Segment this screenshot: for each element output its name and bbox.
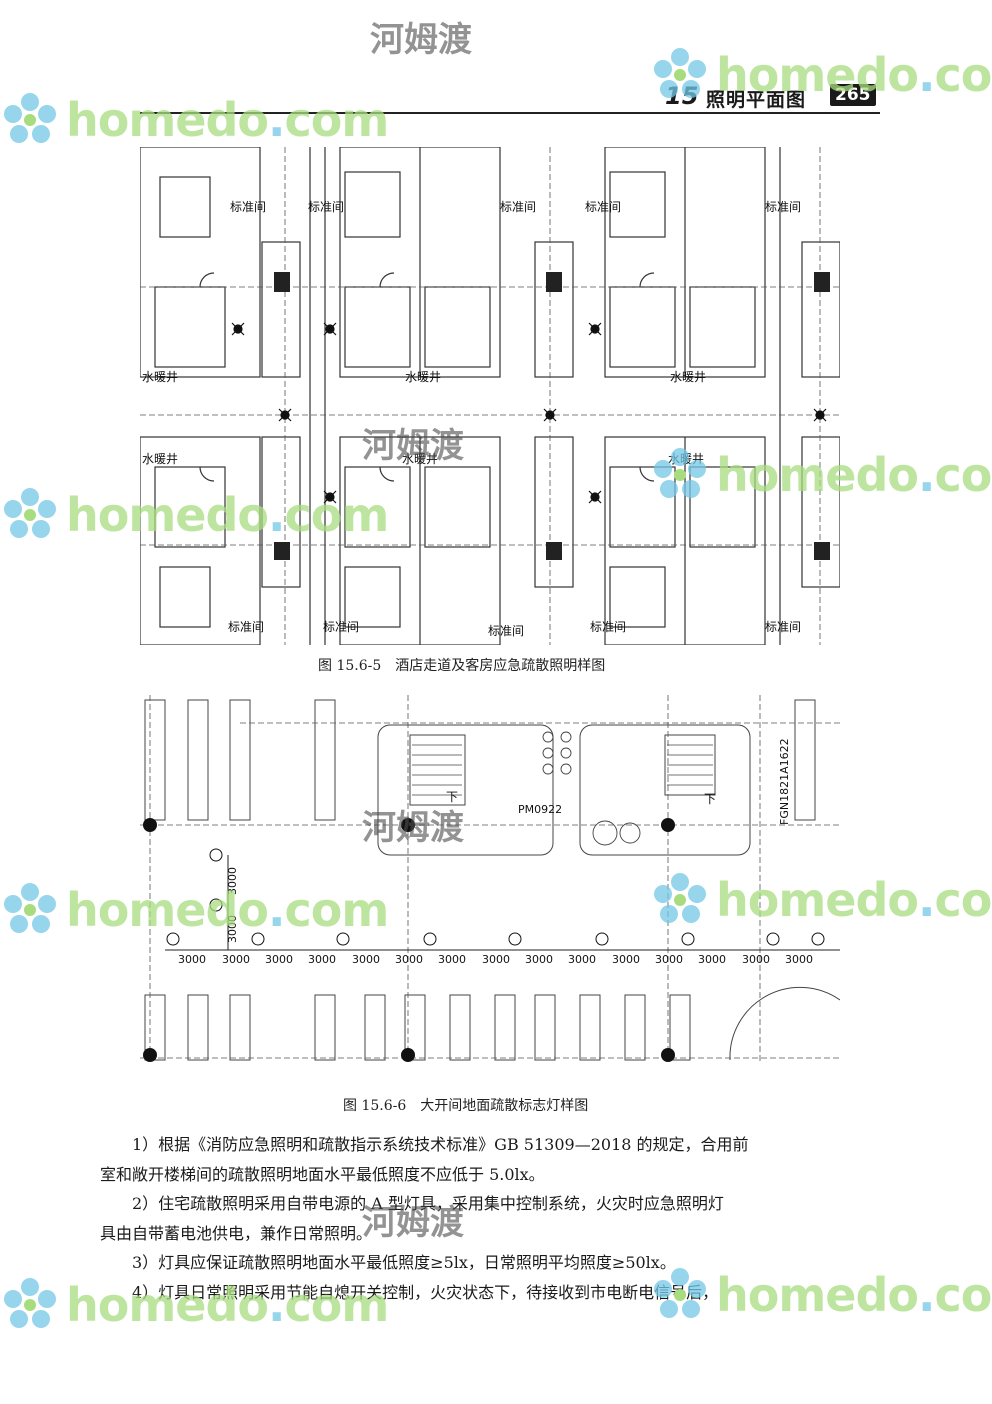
watermark-text: homedo.com: [716, 448, 992, 502]
figure-hotel-corridor-plan: 标准间 标准间 标准间 标准间 标准间 水暖井 水暖井 水暖井 水暖井 水暖井 …: [140, 147, 840, 645]
watermark-cn: 河姆渡: [362, 426, 464, 466]
watermark-text: homedo.com: [66, 488, 389, 542]
label-standard-room: 标准间: [765, 620, 801, 634]
label-plumbing-shaft: 水暖井: [402, 452, 438, 466]
watermark-logo: homedo.com: [0, 880, 389, 940]
label-standard-room: 标准间: [488, 624, 524, 638]
flower-logo-icon: [654, 1268, 706, 1318]
dim-label: 3000: [612, 953, 640, 966]
label-plumbing-shaft: 水暖井: [142, 370, 178, 384]
dim-label: 3000: [222, 953, 250, 966]
paragraph: 4）灯具日常照明采用节能自熄开关控制，火灾状态下，待接收到市电断电信号后，: [132, 1282, 719, 1302]
watermark-logo: homedo.com: [0, 485, 389, 545]
label-plumbing-shaft: 水暖井: [142, 452, 178, 466]
paragraph-continued: 具由自带蓄电池供电，兼作日常照明。: [100, 1223, 373, 1243]
dim-label: 3000: [655, 953, 683, 966]
flower-logo-icon: [4, 488, 56, 538]
figure-open-plan-floor-signs: 3000 3000 3000 3000 3000 3000 3000 3000 …: [140, 695, 840, 1063]
watermark-logo: homedo.com: [650, 45, 992, 105]
dim-label: 3000: [265, 953, 293, 966]
dim-label-vertical: 3000: [226, 867, 239, 895]
dim-label: 3000: [395, 953, 423, 966]
dim-label: 3000: [742, 953, 770, 966]
dim-label-vertical: 3000: [226, 915, 239, 943]
label-standard-room: 标准间: [308, 200, 344, 214]
body-text: 1）根据《消防应急照明和疏散指示系统技术标准》GB 51309—2018 的规定…: [100, 1130, 890, 1307]
label-panel-tag: PM0922: [518, 803, 562, 816]
page-number: 265: [830, 84, 876, 106]
hotel-floor-plan-drawing: 标准间 标准间 标准间 标准间 标准间 水暖井 水暖井 水暖井 水暖井 水暖井 …: [140, 147, 840, 645]
watermark-cn: 河姆渡: [370, 20, 472, 60]
chapter-title: 照明平面图: [706, 89, 807, 111]
dim-label: 3000: [525, 953, 553, 966]
watermark-text: homedo.com: [716, 873, 992, 927]
label-plumbing-shaft: 水暖井: [670, 370, 706, 384]
label-panel-tag: FGN1821A1622: [778, 738, 791, 825]
watermark-logo: homedo.com: [0, 90, 389, 150]
dim-label: 3000: [178, 953, 206, 966]
paragraph: 1）根据《消防应急照明和疏散指示系统技术标准》GB 51309—2018 的规定…: [132, 1135, 749, 1154]
watermark-text: homedo.com: [716, 1268, 992, 1322]
flower-logo-icon: [4, 883, 56, 933]
label-standard-room: 标准间: [585, 200, 621, 214]
watermark-text: homedo.com: [66, 93, 389, 147]
watermark-cn: 河姆渡: [362, 1203, 464, 1243]
dim-label: 3000: [438, 953, 466, 966]
dim-label: 3000: [698, 953, 726, 966]
label-down: 下: [704, 792, 716, 806]
watermark-logo: homedo.com: [650, 870, 992, 930]
label-standard-room: 标准间: [500, 200, 536, 214]
label-down: 下: [446, 790, 458, 804]
flower-logo-icon: [654, 48, 706, 98]
label-standard-room: 标准间: [590, 620, 626, 634]
watermark-text: homedo.com: [716, 48, 992, 102]
flower-logo-icon: [654, 873, 706, 923]
paragraph: 3）灯具应保证疏散照明地面水平最低照度≥5lx，日常照明平均照度≥50lx。: [132, 1253, 676, 1272]
watermark-text: homedo.com: [66, 883, 389, 937]
header-rule: [140, 112, 880, 114]
dim-label: 3000: [482, 953, 510, 966]
watermark-cn: 河姆渡: [362, 808, 464, 848]
paragraph: 2）住宅疏散照明采用自带电源的 A 型灯具，采用集中控制系统，火灾时应急照明灯: [132, 1194, 724, 1213]
flower-logo-icon: [654, 448, 706, 498]
watermark-logo: homedo.com: [650, 1265, 992, 1325]
figure-caption: 图 15.6-5 酒店走道及客房应急疏散照明样图: [318, 658, 606, 674]
watermark-logo: homedo.com: [0, 1275, 389, 1335]
dim-label: 3000: [785, 953, 813, 966]
paragraph-continued: 室和敞开楼梯间的疏散照明地面水平最低照度不应低于 5.0lx。: [100, 1164, 545, 1184]
label-standard-room: 标准间: [323, 620, 359, 634]
flower-logo-icon: [4, 1278, 56, 1328]
watermark-logo: homedo.com: [650, 445, 992, 505]
label-plumbing-shaft: 水暖井: [405, 370, 441, 384]
figure-caption: 图 15.6-6 大开间地面疏散标志灯样图: [343, 1098, 589, 1114]
dim-label: 3000: [352, 953, 380, 966]
open-plan-floor-drawing: 3000 3000 3000 3000 3000 3000 3000 3000 …: [140, 695, 840, 1063]
label-standard-room: 标准间: [230, 200, 266, 214]
flower-logo-icon: [4, 93, 56, 143]
dim-label: 3000: [308, 953, 336, 966]
watermark-text: homedo.com: [66, 1278, 389, 1332]
label-standard-room: 标准间: [228, 620, 264, 634]
dim-label: 3000: [568, 953, 596, 966]
label-standard-room: 标准间: [765, 200, 801, 214]
